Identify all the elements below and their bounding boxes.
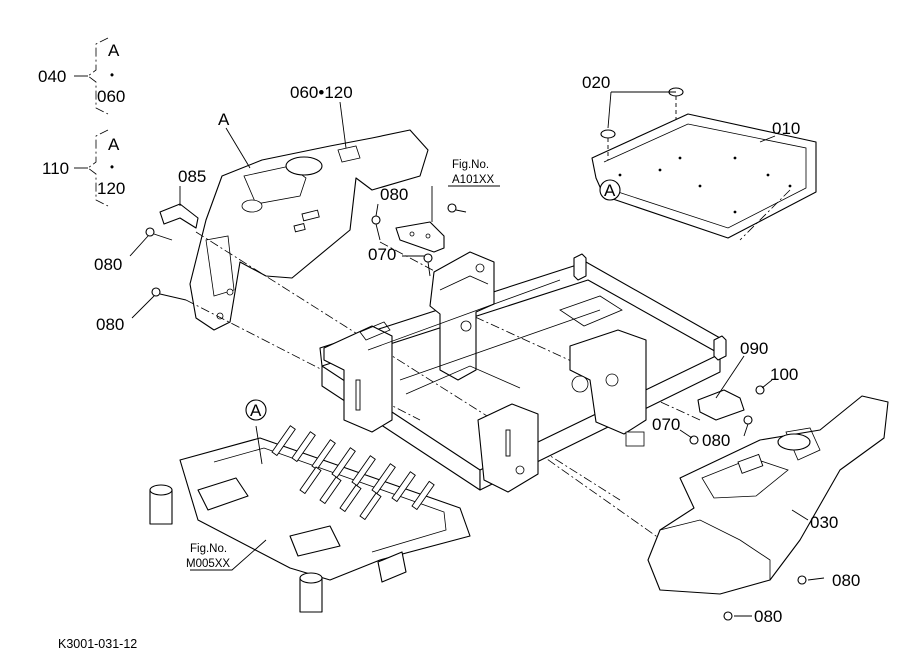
callout-a-floor: A [250,401,262,420]
legend-top-a-1: A [108,41,120,60]
bolt-top-bracket [447,203,467,213]
caster-post-front [299,572,323,613]
callout-070-right: 070 [652,415,680,434]
floor-plate-010 [591,113,817,239]
callout-080-br2: 080 [754,607,782,626]
bolt-080-top [371,215,381,241]
callout-080-top: 080 [380,185,408,204]
callout-080-mid: 080 [702,431,730,450]
callout-085: 085 [178,167,206,186]
callout-a-plate: A [604,181,616,200]
callout-060-120: 060•120 [290,83,353,102]
drawing-code: K3001-031-12 [58,637,137,651]
callout-010: 010 [772,119,800,138]
bolt-080-br2 [723,611,733,621]
floor-deck [149,425,471,613]
callout-100: 100 [770,365,798,384]
legend-sep-2: • [110,162,114,174]
callout-030: 030 [810,513,838,532]
legend-group-1 [74,37,109,115]
bolt-080-br1 [797,575,807,585]
caster-post-left [149,484,173,525]
legend-top-a-2: A [108,135,120,154]
left-fender-a [189,129,429,331]
bolt-080-left2 [151,287,187,301]
figref-bottom-line2: M005XX [186,558,230,570]
callout-080-br1: 080 [832,571,860,590]
bolt-080-mid [743,415,753,437]
circle-marker-floor [245,399,267,421]
legend-code-110: 110 [42,159,69,178]
legend-bottom-120: 120 [97,179,125,198]
figref-top-line1: Fig.No. [452,159,489,171]
figref-top-line2: A101XX [452,174,495,186]
legend-group-2 [74,129,109,207]
leader-lines [129,101,825,617]
right-fender-030 [647,395,889,595]
callout-080-left1: 080 [94,255,122,274]
main-frame [185,189,791,561]
grommet-020-a [600,129,616,160]
callout-070-top: 070 [368,245,396,264]
bolt-070-top [423,253,433,277]
legend-sep-1: • [110,70,114,82]
callout-090: 090 [740,339,768,358]
bracket-085 [159,203,199,229]
bracket-090 [697,389,745,421]
callout-a-fender: A [218,110,230,129]
legend-code-040: 040 [38,67,66,86]
bracket-top [395,221,445,253]
legend-bottom-060: 060 [97,87,125,106]
callout-080-left2: 080 [96,315,124,334]
figref-bottom-line1: Fig.No. [190,543,227,555]
grommet-020-b [668,87,684,120]
bolt-080-left1 [145,227,173,241]
floor-slots [271,425,435,521]
callout-020: 020 [582,73,610,92]
circle-marker-plate [599,179,621,201]
